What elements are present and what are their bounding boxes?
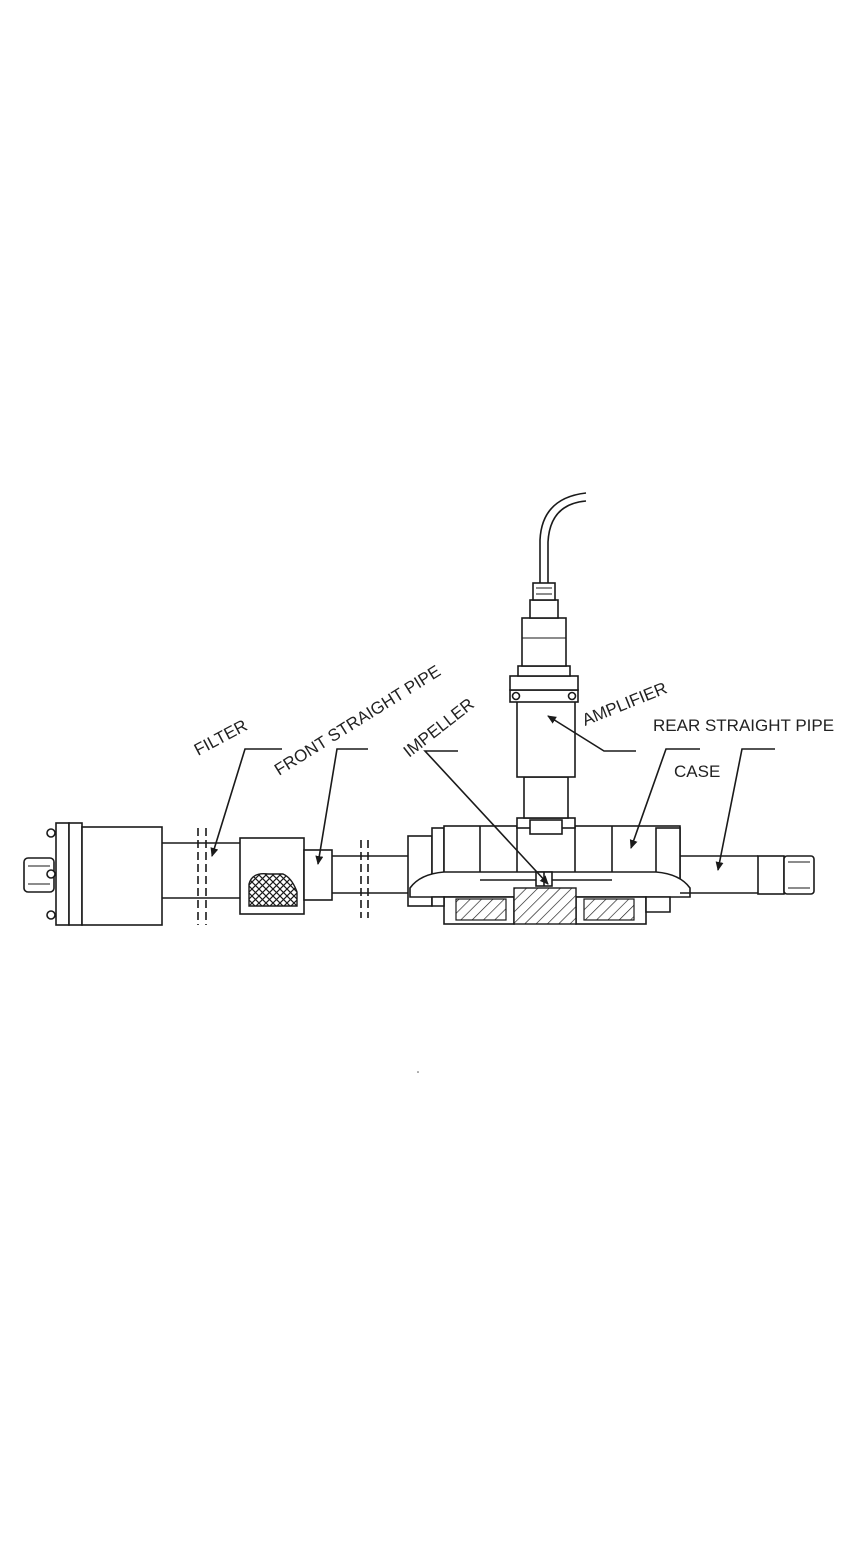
- filter-mesh-element: [248, 873, 298, 907]
- turbine-case: [407, 825, 691, 925]
- filter-label: FILTER: [191, 716, 251, 760]
- filter-section: [162, 828, 333, 925]
- impeller-hub: [513, 887, 577, 925]
- front-straight-pipe-label: FRONT STRAIGHT PIPE: [271, 661, 444, 779]
- stray-dot: [417, 1071, 419, 1073]
- amplifier-assembly: [509, 492, 587, 835]
- front-straight-pipe-body: [332, 840, 408, 918]
- leader-lines: [210, 715, 775, 885]
- rear-straight-pipe-body: [680, 855, 815, 895]
- case-label: CASE: [674, 762, 720, 781]
- inlet-end-fitting: [23, 822, 163, 926]
- rear-straight-pipe-label: REAR STRAIGHT PIPE: [653, 716, 834, 735]
